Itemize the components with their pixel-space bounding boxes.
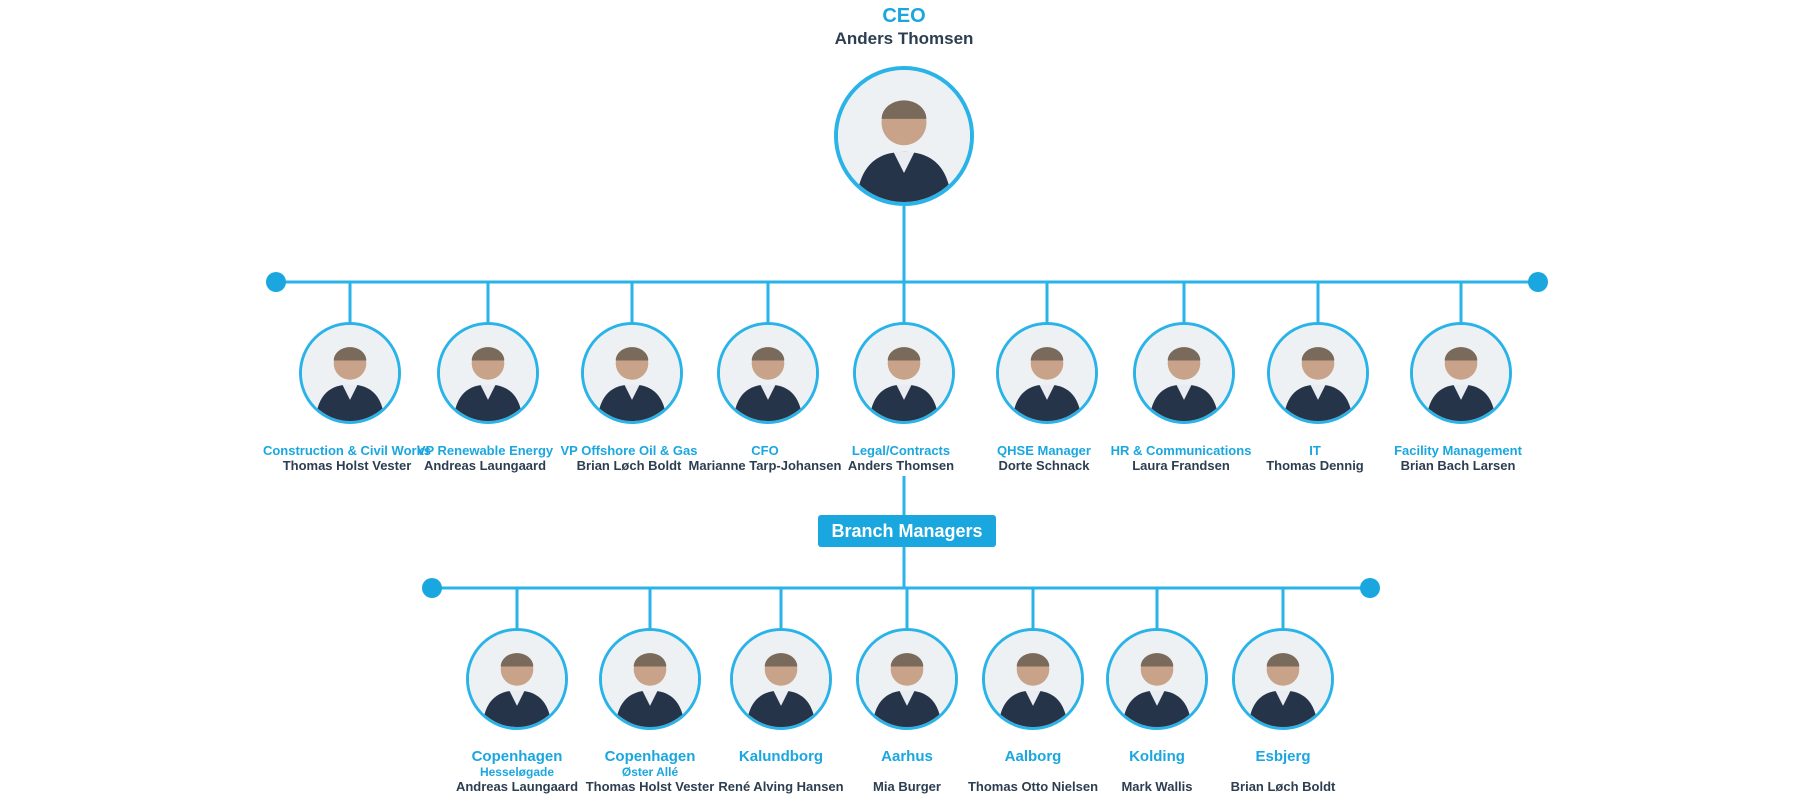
management-role: VP Offshore Oil & Gas — [560, 443, 698, 458]
management-avatar[interactable] — [581, 322, 683, 424]
ceo-person-photo-icon — [838, 70, 970, 202]
person-photo-icon — [440, 325, 536, 421]
person-photo-icon — [302, 325, 398, 421]
branch-bus-end-right — [1360, 578, 1380, 598]
management-role: CFO — [751, 443, 779, 458]
person-photo-icon — [1136, 325, 1232, 421]
management-name: Thomas Dennig — [1266, 458, 1364, 473]
person-photo-icon — [469, 631, 565, 727]
management-avatar[interactable] — [996, 322, 1098, 424]
branch-city: Aarhus — [881, 748, 933, 765]
ceo-name: Anders Thomsen — [834, 29, 974, 48]
branch-manager-avatar[interactable] — [599, 628, 701, 730]
branch-city: Copenhagen — [471, 748, 563, 765]
management-name: Marianne Tarp-Johansen — [688, 458, 842, 473]
branch-manager-avatar[interactable] — [982, 628, 1084, 730]
ceo-avatar[interactable] — [834, 66, 974, 206]
person-photo-icon — [720, 325, 816, 421]
management-name: Thomas Holst Vester — [282, 458, 412, 473]
branch-spacer — [1193, 765, 1373, 779]
person-photo-icon — [856, 325, 952, 421]
person-photo-icon — [859, 631, 955, 727]
person-photo-icon — [1109, 631, 1205, 727]
management-bus-end-right — [1528, 272, 1548, 292]
branch-city: Kolding — [1129, 748, 1185, 765]
branch-manager-name: Andreas Laungaard — [455, 779, 579, 794]
management-role: Construction & Civil Works — [262, 443, 432, 458]
management-role: IT — [1309, 443, 1321, 458]
person-photo-icon — [733, 631, 829, 727]
branch-city: Copenhagen — [604, 748, 696, 765]
branch-city: Kalundborg — [738, 748, 824, 765]
person-photo-icon — [985, 631, 1081, 727]
management-role: Facility Management — [1394, 443, 1522, 458]
management-avatar[interactable] — [1410, 322, 1512, 424]
branch-manager-name: Thomas Otto Nielsen — [967, 779, 1099, 794]
management-role: Legal/Contracts — [851, 443, 951, 458]
management-name: Andreas Laungaard — [423, 458, 547, 473]
person-photo-icon — [584, 325, 680, 421]
management-name: Laura Frandsen — [1132, 458, 1230, 473]
branch-managers-banner: Branch Managers — [818, 515, 996, 547]
management-name: Brian Løch Boldt — [576, 458, 682, 473]
branch-city: Aalborg — [1004, 748, 1062, 765]
branch-manager-name: René Alving Hansen — [718, 779, 844, 794]
management-name: Brian Bach Larsen — [1400, 458, 1516, 473]
management-name: Anders Thomsen — [847, 458, 955, 473]
management-avatar[interactable] — [853, 322, 955, 424]
person-photo-icon — [999, 325, 1095, 421]
branch-manager-avatar[interactable] — [1106, 628, 1208, 730]
branch-sublocation: Øster Allé — [621, 765, 679, 779]
branch-manager-name: Mark Wallis — [1121, 779, 1193, 794]
management-avatar[interactable] — [299, 322, 401, 424]
person-photo-icon — [1413, 325, 1509, 421]
branch-manager-name: Brian Løch Boldt — [1230, 779, 1336, 794]
management-bus-end-left — [266, 272, 286, 292]
branch-sublocation: Hesseløgade — [479, 765, 555, 779]
management-role: VP Renewable Energy — [416, 443, 554, 458]
branch-manager-avatar[interactable] — [1232, 628, 1334, 730]
management-avatar[interactable] — [717, 322, 819, 424]
branch-manager-avatar[interactable] — [730, 628, 832, 730]
branch-manager-name: Mia Burger — [873, 779, 941, 794]
management-role: QHSE Manager — [997, 443, 1091, 458]
ceo-role: CEO — [882, 5, 926, 27]
person-photo-icon — [1235, 631, 1331, 727]
branch-manager-name: Thomas Holst Vester — [585, 779, 715, 794]
management-avatar[interactable] — [1133, 322, 1235, 424]
management-name: Dorte Schnack — [998, 458, 1090, 473]
branch-manager-avatar[interactable] — [466, 628, 568, 730]
management-avatar[interactable] — [1267, 322, 1369, 424]
ceo-label: CEO Anders Thomsen — [814, 4, 994, 50]
management-avatar[interactable] — [437, 322, 539, 424]
branch-bus-end-left — [422, 578, 442, 598]
person-photo-icon — [1270, 325, 1366, 421]
branch-city: Esbjerg — [1255, 748, 1311, 765]
management-role: HR & Communications — [1110, 443, 1252, 458]
person-photo-icon — [602, 631, 698, 727]
branch-manager-avatar[interactable] — [856, 628, 958, 730]
